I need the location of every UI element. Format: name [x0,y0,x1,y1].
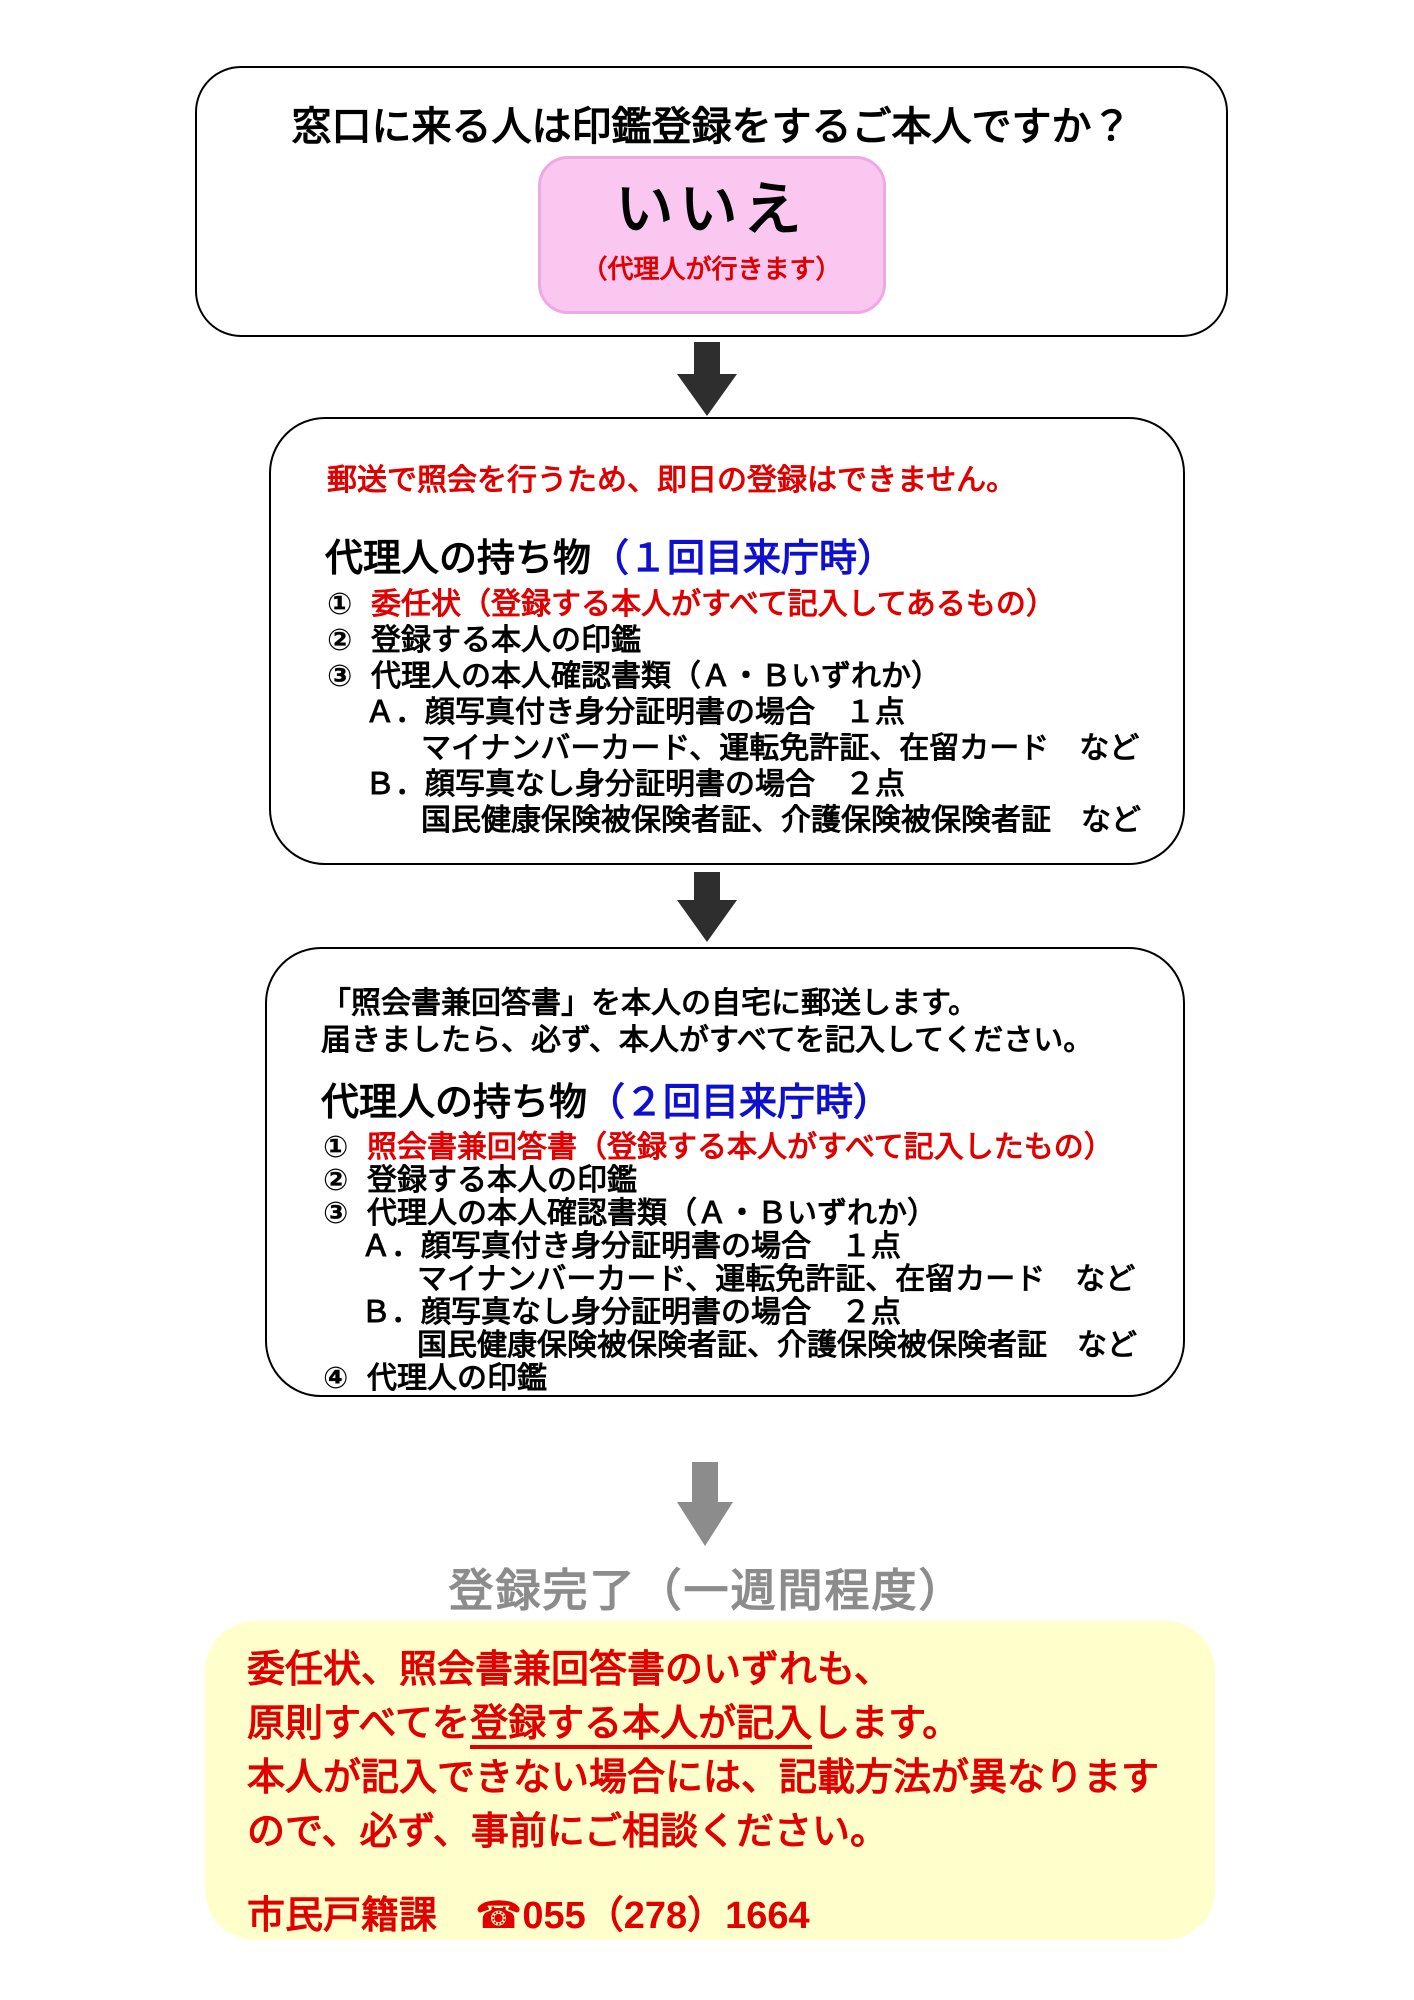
list-item: ① 照会書兼回答書（登録する本人がすべて記入したもの） [267,1131,1183,1164]
item-number: ③ [327,660,353,693]
list-item: ③ 代理人の本人確認書類（Ａ・Ｂいずれか） [271,659,1183,695]
item-text: 顔写真なし身分証明書の場合 ２点 [425,768,905,801]
note-line-2-post: します。 [812,1703,961,1745]
list-item: ③ 代理人の本人確認書類（Ａ・Ｂいずれか） [267,1197,1183,1230]
item-text: 代理人の本人確認書類（Ａ・Ｂいずれか） [367,1197,937,1230]
answer-note: （代理人が行きます） [581,254,842,284]
intro-line-1: 「照会書兼回答書」を本人の自宅に郵送します。 [321,987,978,1020]
heading-main: 代理人の持ち物 [325,538,592,580]
question-box: 窓口に来る人は印鑑登録をするご本人ですか？ いいえ （代理人が行きます） [195,66,1228,337]
note-line-2-pre: 原則すべてを [247,1703,471,1745]
item-text: 顔写真付き身分証明書の場合 １点 [421,1230,901,1263]
item-text: 顔写真付き身分証明書の場合 １点 [425,696,905,729]
list-item: ④ 代理人の印鑑 [267,1362,1183,1395]
item-text: 代理人の本人確認書類（Ａ・Ｂいずれか） [371,660,941,693]
arrow-shaft [694,872,720,900]
item-text: 登録する本人の印鑑 [367,1164,637,1197]
list-item: Ａ．顔写真付き身分証明書の場合 １点 [267,1230,1183,1263]
item-text: マイナンバーカード、運転免許証、在留カード など [417,1263,1136,1296]
arrow-shaft [694,342,720,374]
item-number: ① [323,1131,349,1164]
note-line-1: 委任状、照会書兼回答書のいずれも、 [247,1649,892,1691]
list-item: Ｂ．顔写真なし身分証明書の場合 ２点 [267,1296,1183,1329]
note-line-4: ので、必ず、事前にご相談ください。 [247,1811,889,1853]
note-line-2-underlined: 登録する本人が記入 [470,1703,813,1749]
heading-main: 代理人の持ち物 [321,1082,588,1124]
item-number: ③ [323,1197,349,1230]
item-number: ① [327,588,353,621]
item-text: 登録する本人の印鑑 [371,624,641,657]
down-arrow-icon [677,872,737,942]
mail-notice: 郵送で照会を行うため、即日の登録はできません。 [327,464,1017,497]
item-text: 委任状（登録する本人がすべて記入してあるもの） [371,588,1056,621]
list-item: マイナンバーカード、運転免許証、在留カード など [267,1263,1183,1296]
item-number: Ａ． [365,696,425,729]
list-item: 国民健康保険被保険者証、介護保険被保険者証 など [271,803,1183,839]
item-number: Ａ． [361,1230,421,1263]
item-text: 国民健康保険被保険者証、介護保険被保険者証 など [421,804,1141,837]
completion-label: 登録完了（一週間程度） [448,1565,966,1616]
item-number: ② [323,1164,349,1197]
item-text: 代理人の印鑑 [367,1362,547,1395]
down-arrow-icon [677,342,737,416]
caution-note-box: 委任状、照会書兼回答書のいずれも、 原則すべてを登録する本人が記入します。 本人… [205,1621,1215,1940]
note-line-2: 原則すべてを登録する本人が記入します。 [247,1697,1215,1751]
arrow-head [677,1502,733,1546]
arrow-head [677,374,737,416]
second-visit-heading: 代理人の持ち物（２回目来庁時） [321,1083,1183,1123]
list-item: マイナンバーカード、運転免許証、在留カード など [271,731,1183,767]
heading-note: （１回目来庁時） [591,538,896,580]
question-title: 窓口に来る人は印鑑登録をするご本人ですか？ [291,105,1132,149]
list-item: 国民健康保険被保険者証、介護保険被保険者証 など [267,1329,1183,1362]
answer-label: いいえ [615,177,808,242]
item-number: ④ [323,1362,349,1395]
list-item: ② 登録する本人の印鑑 [271,623,1183,659]
note-line-3: 本人が記入できない場合には、記載方法が異なります [247,1757,1160,1799]
mail-intro: 「照会書兼回答書」を本人の自宅に郵送します。 届きましたら、必ず、本人がすべてを… [321,985,1183,1059]
item-text: 照会書兼回答書（登録する本人がすべて記入したもの） [367,1131,1114,1164]
item-number: Ｂ． [365,768,425,801]
list-item: ① 委任状（登録する本人がすべて記入してあるもの） [271,587,1183,623]
intro-line-2: 届きましたら、必ず、本人がすべてを記入してください。 [321,1024,1094,1057]
list-item: Ａ．顔写真付き身分証明書の場合 １点 [271,695,1183,731]
item-text: 国民健康保険被保険者証、介護保険被保険者証 など [417,1329,1137,1362]
item-number: Ｂ． [361,1296,421,1329]
first-visit-box: 郵送で照会を行うため、即日の登録はできません。 代理人の持ち物（１回目来庁時） … [269,417,1185,865]
item-text: マイナンバーカード、運転免許証、在留カード など [421,732,1140,765]
arrow-shaft [692,1462,718,1502]
list-item: Ｂ．顔写真なし身分証明書の場合 ２点 [271,767,1183,803]
arrow-head [677,900,737,942]
first-visit-heading: 代理人の持ち物（１回目来庁時） [325,539,1183,579]
item-number: ② [327,624,353,657]
second-visit-box: 「照会書兼回答書」を本人の自宅に郵送します。 届きましたら、必ず、本人がすべてを… [265,947,1185,1397]
item-text: 顔写真なし身分証明書の場合 ２点 [421,1296,901,1329]
list-item: ② 登録する本人の印鑑 [267,1164,1183,1197]
down-arrow-gray-icon [677,1462,733,1546]
heading-note: （２回目来庁時） [587,1082,892,1124]
answer-box: いいえ （代理人が行きます） [537,156,886,314]
contact-phone: 市民戸籍課 ☎055（278）1664 [247,1895,810,1937]
